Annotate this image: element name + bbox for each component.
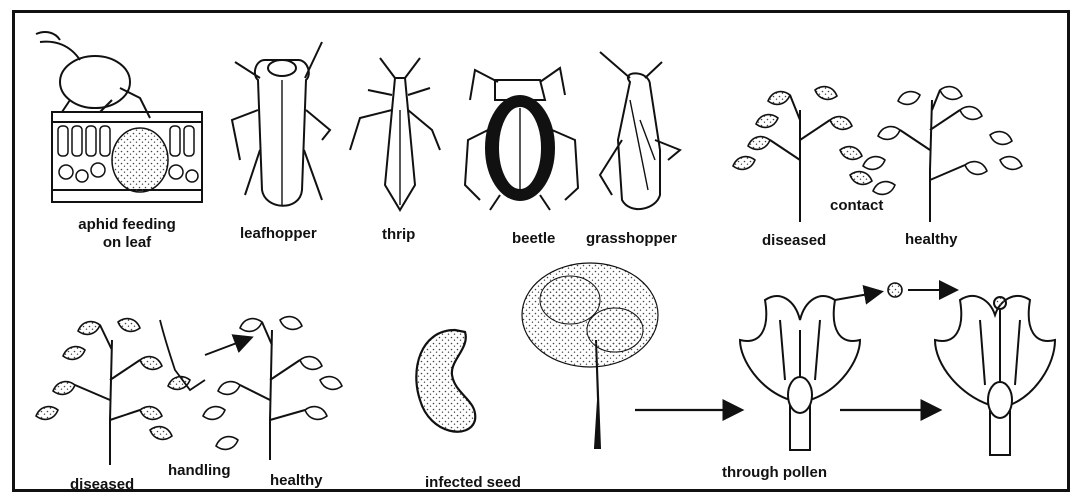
handling-plants-illustration	[36, 317, 342, 465]
label-diseased-bottom: diseased	[70, 476, 134, 494]
label-infected-seed: infected seed	[425, 474, 521, 492]
beetle-illustration	[465, 68, 578, 210]
label-thrip: thrip	[382, 226, 415, 244]
pollen-arrow-1	[835, 292, 880, 300]
aphid-on-leaf-illustration	[36, 32, 202, 202]
label-aphid-line2: on leaf	[52, 234, 202, 252]
label-healthy-top: healthy	[905, 231, 958, 249]
label-leafhopper: leafhopper	[240, 225, 317, 243]
label-grasshopper: grasshopper	[586, 230, 677, 248]
label-contact: contact	[830, 197, 883, 215]
flower-1-illustration	[740, 296, 860, 450]
grasshopper-illustration	[600, 52, 680, 209]
label-healthy-bottom: healthy	[270, 472, 323, 490]
handling-arrow	[205, 338, 250, 355]
label-through-pollen: through pollen	[722, 464, 827, 482]
thrip-illustration	[350, 58, 440, 210]
label-aphid-feeding: aphid feeding on leaf	[52, 216, 202, 252]
pollen-grain-icon	[888, 283, 902, 297]
flower-2-illustration	[935, 296, 1055, 455]
label-diseased-top: diseased	[762, 232, 826, 250]
label-aphid-line1: aphid feeding	[52, 216, 202, 234]
leafhopper-illustration	[232, 42, 330, 206]
label-beetle: beetle	[512, 230, 555, 248]
tree-illustration	[522, 263, 658, 448]
label-handling: handling	[168, 462, 231, 480]
infected-seed-illustration	[416, 330, 475, 432]
